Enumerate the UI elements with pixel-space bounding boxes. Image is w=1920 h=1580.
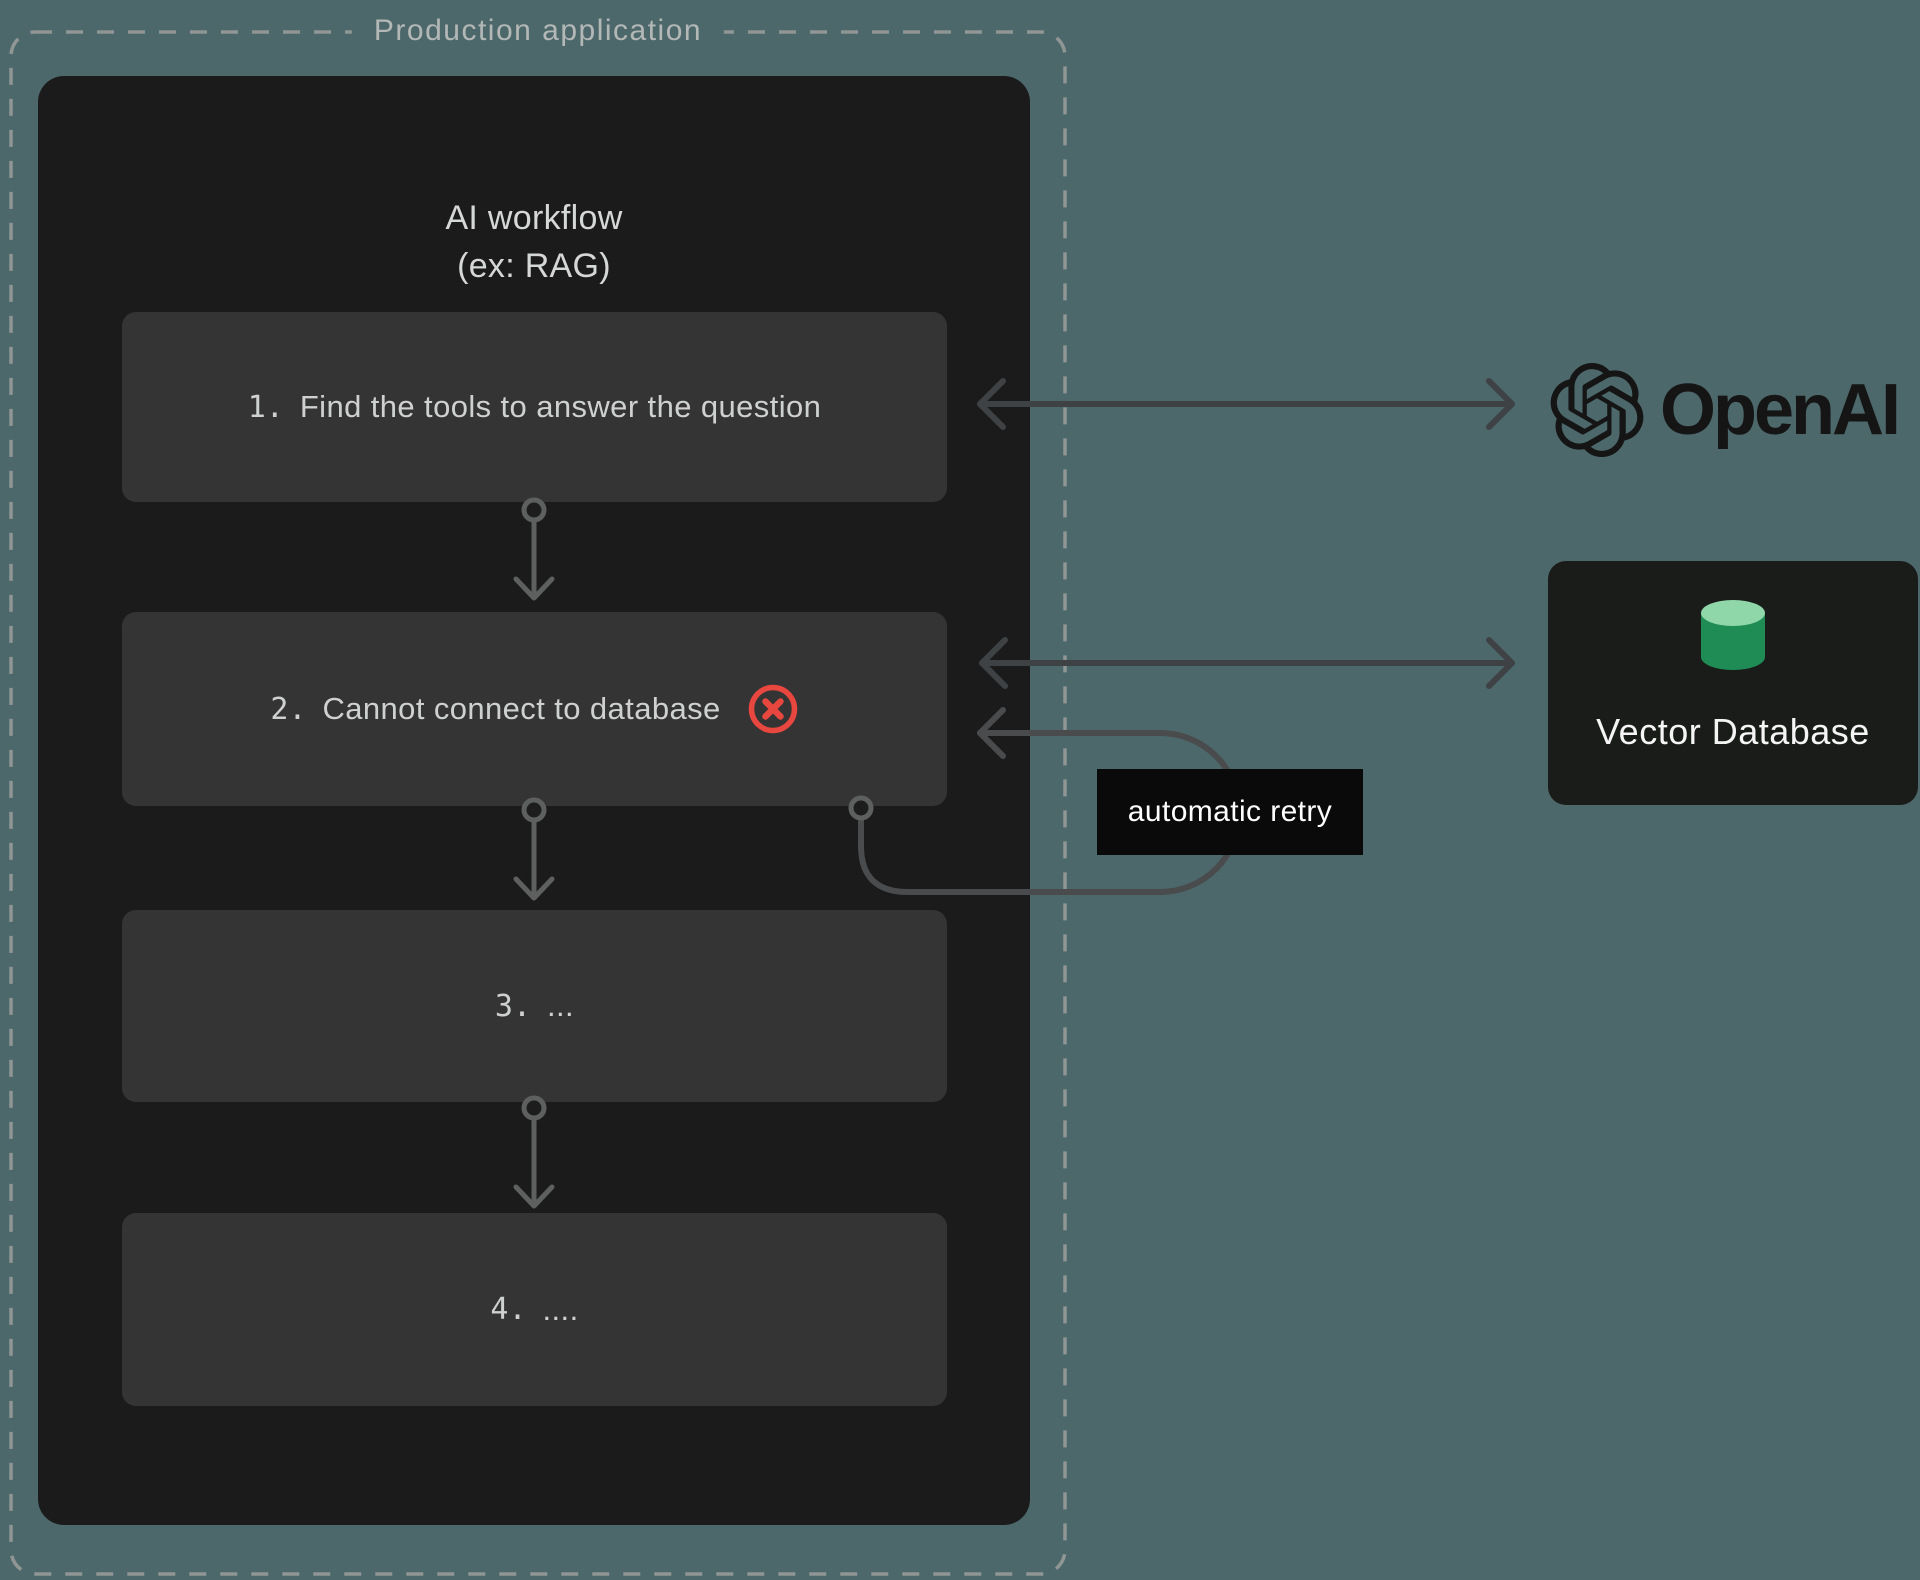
ai-workflow-panel: AI workflow (ex: RAG) 1. Find the tools … xyxy=(38,76,1030,1525)
openai-flower-icon xyxy=(1550,363,1644,457)
step-2-box: 2. Cannot connect to database xyxy=(122,612,947,806)
workflow-title-line2: (ex: RAG) xyxy=(457,247,611,285)
step-3-label: ... xyxy=(547,988,575,1023)
step-4-label: .... xyxy=(542,1291,579,1327)
step-2-number: 2. xyxy=(270,691,307,727)
step-4-number: 4. xyxy=(490,1292,527,1327)
automatic-retry-tag: automatic retry xyxy=(1097,769,1363,855)
step-3-box: 3. ... xyxy=(122,910,947,1102)
workflow-title: AI workflow (ex: RAG) xyxy=(38,194,1030,290)
step-3-number: 3. xyxy=(494,988,532,1024)
arrow-step2-vectordb xyxy=(979,637,1515,689)
error-circle-x-icon xyxy=(748,684,797,734)
workflow-title-line1: AI workflow xyxy=(445,199,623,237)
openai-wordmark: OpenAI xyxy=(1660,370,1901,450)
step-2-label: Cannot connect to database xyxy=(322,691,721,726)
vector-database-card: Vector Database xyxy=(1548,561,1918,805)
step-1-box: 1. Find the tools to answer the question xyxy=(122,312,947,502)
database-cylinder-icon xyxy=(1701,600,1765,670)
openai-logo: OpenAI xyxy=(1550,362,1901,458)
vector-database-label: Vector Database xyxy=(1596,711,1870,752)
arrow-step1-openai xyxy=(977,378,1515,430)
step-1-number: 1. xyxy=(247,389,284,425)
step-4-box: 4. .... xyxy=(122,1213,947,1406)
production-application-label: Production application xyxy=(351,12,725,50)
step-1-label: Find the tools to answer the question xyxy=(299,389,822,424)
